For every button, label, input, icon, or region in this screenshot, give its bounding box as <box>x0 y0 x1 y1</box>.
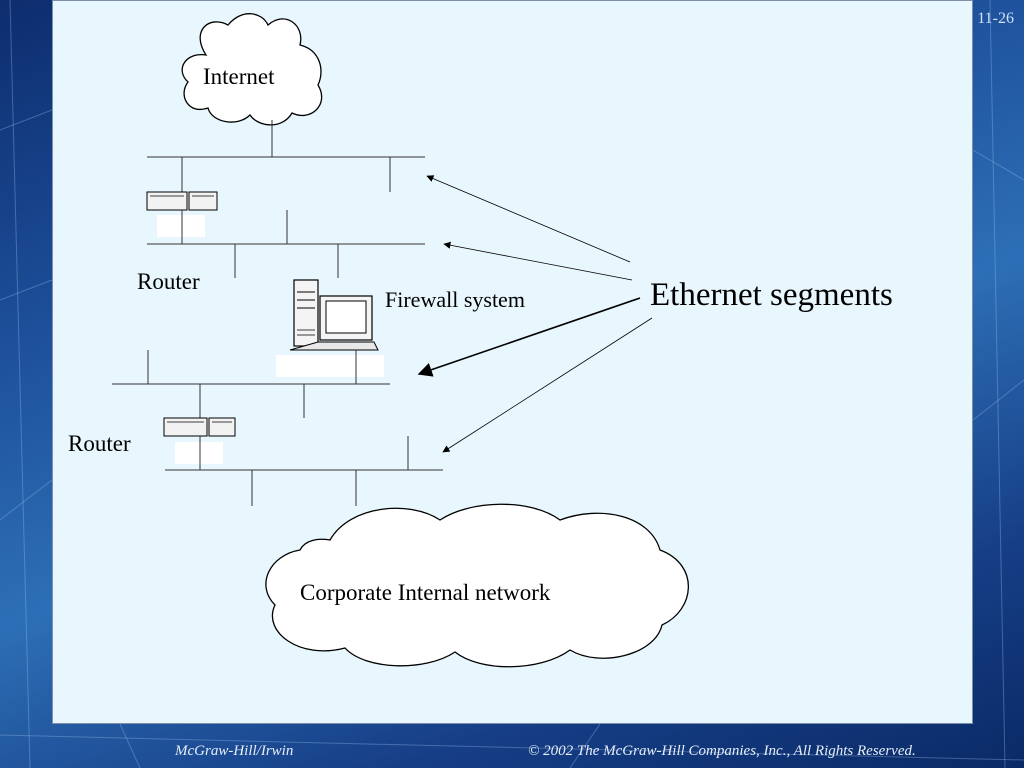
firewall-computer-icon <box>276 279 384 377</box>
footer-publisher: McGraw-Hill/Irwin <box>175 743 294 759</box>
corporate-cloud <box>265 503 690 668</box>
router-bottom-label: Router <box>68 431 131 456</box>
internet-label: Internet <box>203 64 275 89</box>
ethernet-segments-label: Ethernet segments <box>650 277 893 313</box>
slide-number: 11-26 <box>977 10 1014 27</box>
firewall-label: Firewall system <box>385 287 525 312</box>
corporate-network-label: Corporate Internal network <box>300 580 551 605</box>
router-bottom-icon <box>163 417 236 464</box>
router-top-label: Router <box>137 269 200 294</box>
internet-cloud <box>181 13 323 126</box>
footer-copyright: © 2002 The McGraw-Hill Companies, Inc., … <box>528 743 916 759</box>
router-top-icon <box>146 191 218 237</box>
ethernet-arrows <box>417 175 653 453</box>
